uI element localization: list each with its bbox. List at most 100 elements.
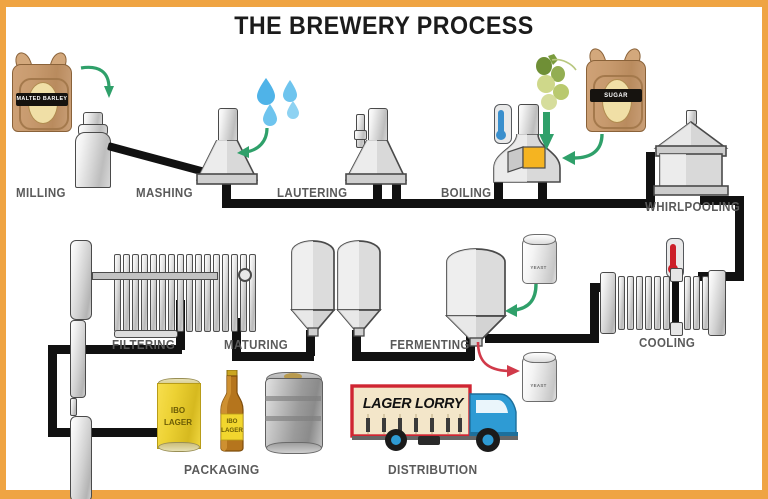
filtering-press: [70, 240, 256, 499]
pipe-maturing-riser-a: [306, 330, 315, 356]
thermometer-icon: [494, 104, 512, 144]
beer-keg: [264, 372, 323, 454]
sack-inner-frame: [593, 75, 643, 130]
filter-plate: [240, 254, 247, 332]
filter-plate: [195, 254, 202, 332]
label-fermenting: FERMENTING: [390, 338, 470, 352]
pipe-fermenting-feed: [485, 334, 599, 343]
pipe-riser-boiling-a: [494, 180, 503, 202]
arrow-right-icon: [476, 341, 520, 377]
pipe-cooling-down: [590, 283, 599, 339]
pipe-ferment-maturing: [352, 352, 474, 361]
yeast-label: YEAST: [530, 264, 547, 270]
filter-ram-rod: [70, 398, 77, 416]
beer-can: IBO LAGER: [156, 378, 201, 452]
pipe-lautering-boiling: [382, 199, 494, 208]
filter-valve: [238, 268, 252, 282]
label-maturing: MATURING: [224, 338, 289, 352]
pipe-left-down: [48, 345, 57, 437]
pipe-ferment-drop: [466, 334, 475, 360]
maturing-tank-2: [336, 240, 382, 338]
maturing-tank-1: [290, 240, 336, 338]
filter-plate: [114, 254, 121, 332]
pipe-riser-lautering-b: [392, 180, 401, 202]
arrow-curve-icon: [562, 133, 604, 165]
filter-plate: [150, 254, 157, 332]
yeast-container-in: YEAST: [522, 234, 557, 284]
whirlpooling-vessel: [652, 110, 730, 198]
filter-plate: [132, 254, 139, 332]
boiling-vessel: [492, 104, 562, 186]
pipe-bottom-to-packaging: [48, 428, 166, 437]
pipe-maturing-riser-b: [352, 330, 361, 356]
yeast-label: YEAST: [530, 382, 547, 388]
bottle-brand-line2: LAGER: [221, 427, 243, 434]
filter-plate: [249, 254, 256, 332]
filter-plate: [123, 254, 130, 332]
cooling-plates-left: [618, 276, 679, 330]
cooling-heat-exchanger: [600, 268, 726, 336]
filter-plate: [204, 254, 211, 332]
pipe-boiling-whirlpool: [494, 199, 654, 208]
arrow-down-icon: [539, 112, 554, 150]
label-cooling: COOLING: [639, 336, 696, 350]
pipe-riser-boiling-b: [538, 180, 547, 202]
label-packaging: PACKAGING: [184, 462, 260, 477]
pipe-riser-mashing: [222, 180, 231, 202]
cooling-plate: [645, 276, 652, 330]
filter-plates: [114, 254, 256, 332]
page-title: THE BREWERY PROCESS: [234, 12, 534, 40]
bottom-border: [0, 490, 768, 499]
can-brand-line2: LAGER: [164, 418, 192, 427]
sack-label: MALTED BARLEY: [16, 92, 68, 106]
pipe-up-to-whirlpool: [646, 152, 655, 207]
cooling-plate: [636, 276, 643, 330]
filter-plate: [177, 254, 184, 332]
filter-plate: [141, 254, 148, 332]
pipe-riser-lautering-a: [373, 180, 382, 202]
arrow-curve-icon: [505, 283, 538, 317]
lautering-vessel: [345, 108, 407, 186]
filter-plate: [222, 254, 229, 332]
hops-icon: [536, 54, 577, 110]
sack-label: SUGAR: [590, 89, 642, 102]
filter-ram: [70, 320, 86, 398]
yeast-lid: [523, 352, 556, 363]
sack-body: MALTED BARLEY: [12, 64, 72, 132]
pipe-corner-left-bottom: [48, 345, 72, 354]
cooling-plate: [627, 276, 634, 330]
can-brand-line1: IBO: [170, 406, 186, 415]
label-whirlpooling: WHIRLPOOLING: [645, 200, 741, 214]
mashing-vessel: [196, 108, 258, 186]
water-drop-icon: [257, 78, 299, 126]
pipe-whirlpool-out: [735, 196, 744, 276]
filter-plate: [213, 254, 220, 332]
filter-end-left: [70, 240, 92, 320]
arrow-curve-icon: [80, 65, 114, 98]
pipe-whirlpool-out-h: [700, 196, 744, 205]
bottle-brand-line1: IBO: [226, 418, 238, 425]
filter-plate: [186, 254, 193, 332]
delivery-truck: LAGER LORRY: [350, 382, 528, 454]
pipe-filter-out-riser: [232, 318, 241, 358]
filter-plate: [168, 254, 175, 332]
sack-body: SUGAR: [586, 60, 646, 132]
cooling-plate: [618, 276, 625, 330]
beer-bottle: IBO LAGER: [216, 370, 248, 452]
label-lautering: LAUTERING: [277, 186, 348, 200]
label-filtering: FILTERING: [112, 338, 176, 352]
label-boiling: BOILING: [441, 186, 492, 200]
label-mashing: MASHING: [136, 186, 193, 200]
filter-tie-bar: [92, 272, 218, 280]
sugar-sack: SUGAR: [586, 45, 646, 132]
pipe-maturing-filtering: [232, 352, 314, 361]
cooling-plate: [684, 276, 691, 330]
pipe-mashing-lautering: [222, 199, 382, 208]
pipe-filter-to-left: [64, 345, 182, 354]
fermenting-vessel: [445, 248, 507, 348]
malted-barley-sack: MALTED BARLEY: [12, 49, 72, 132]
yeast-can: [522, 238, 557, 284]
cooling-plate: [654, 276, 661, 330]
top-border: [0, 0, 768, 7]
